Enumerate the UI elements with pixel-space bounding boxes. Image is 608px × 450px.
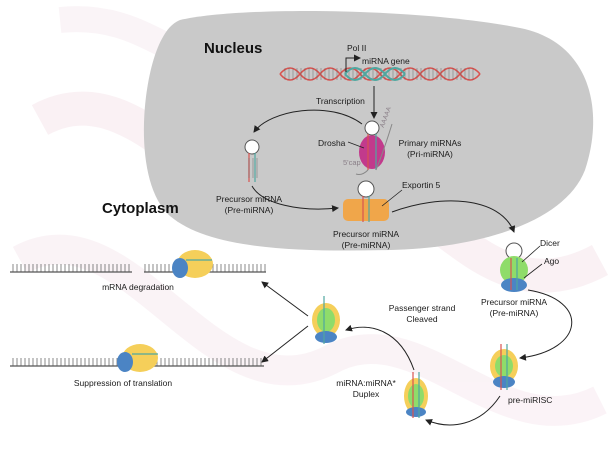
nucleus-title: Nucleus (204, 40, 263, 57)
arrow-to-suppression (261, 325, 309, 363)
duplex-label-line1: miRNA:miRNA* (336, 378, 396, 388)
dna-helix (279, 67, 481, 81)
ago-label: Ago (544, 256, 560, 266)
transcription-label: Transcription (316, 96, 365, 106)
arrow-to-degradation (261, 281, 309, 317)
mirna-duplex-complex (404, 372, 428, 418)
pre-mirna-center-line2: (Pre-miRNA) (341, 240, 391, 250)
duplex-label-line2: Duplex (352, 389, 380, 399)
mrna-degradation-label: mRNA degradation (102, 282, 174, 292)
mirna-gene-label: miRNA gene (362, 56, 410, 66)
cytoplasm-title: Cytoplasm (102, 200, 179, 217)
passenger-label-line1: Passenger strand (388, 303, 456, 313)
pre-mirna-center-line1: Precursor miRNA (332, 229, 400, 239)
mrna-degradation-strands (10, 250, 266, 278)
pre-mirna-right-line2: (Pre-miRNA) (489, 308, 539, 318)
pre-mirisc-complex (490, 344, 518, 390)
arrow-to-premirisc (519, 289, 573, 361)
ago-pointer (523, 263, 543, 279)
suppression-label: Suppression of translation (73, 378, 173, 388)
drosha-label: Drosha (318, 138, 346, 148)
exportin-pointer (381, 189, 403, 207)
arrow-passenger-cleaved (345, 324, 415, 371)
mature-risc-complex (312, 296, 340, 344)
pre-mirna-right-line1: Precursor miRNA (480, 297, 548, 307)
arrow-pre-to-exportin (251, 185, 339, 213)
pri-mirna-label-line1: Primary miRNAs (398, 138, 462, 148)
arrow-export-to-cytoplasm (391, 200, 516, 233)
dicer-label: Dicer (540, 238, 560, 248)
pol2-label: Pol II (347, 43, 367, 53)
mrna-suppression-strand (10, 344, 264, 372)
dicer-ago-complex (500, 242, 528, 292)
drosha-pointer (347, 141, 365, 149)
pre-mirna-left (244, 139, 260, 182)
passenger-label-line2: Cleaved (406, 314, 438, 324)
pol2-promoter-arrow (345, 54, 361, 72)
arrow-to-duplex (425, 395, 501, 426)
arrow-pri-to-pre (253, 109, 363, 133)
five-cap-label: 5'cap (343, 158, 361, 167)
pri-mirna-label-line2: (Pri-miRNA) (407, 149, 453, 159)
dicer-pointer (521, 245, 541, 263)
exportin5-complex (343, 180, 389, 222)
pre-mirna-left-line2: (Pre-miRNA) (224, 205, 274, 215)
pre-mirisc-label: pre-miRISC (508, 395, 553, 405)
pri-mirna-drosha (355, 120, 393, 175)
pre-mirna-left-line1: Precursor miRNA (215, 194, 283, 204)
exportin-label: Exportin 5 (402, 180, 441, 190)
